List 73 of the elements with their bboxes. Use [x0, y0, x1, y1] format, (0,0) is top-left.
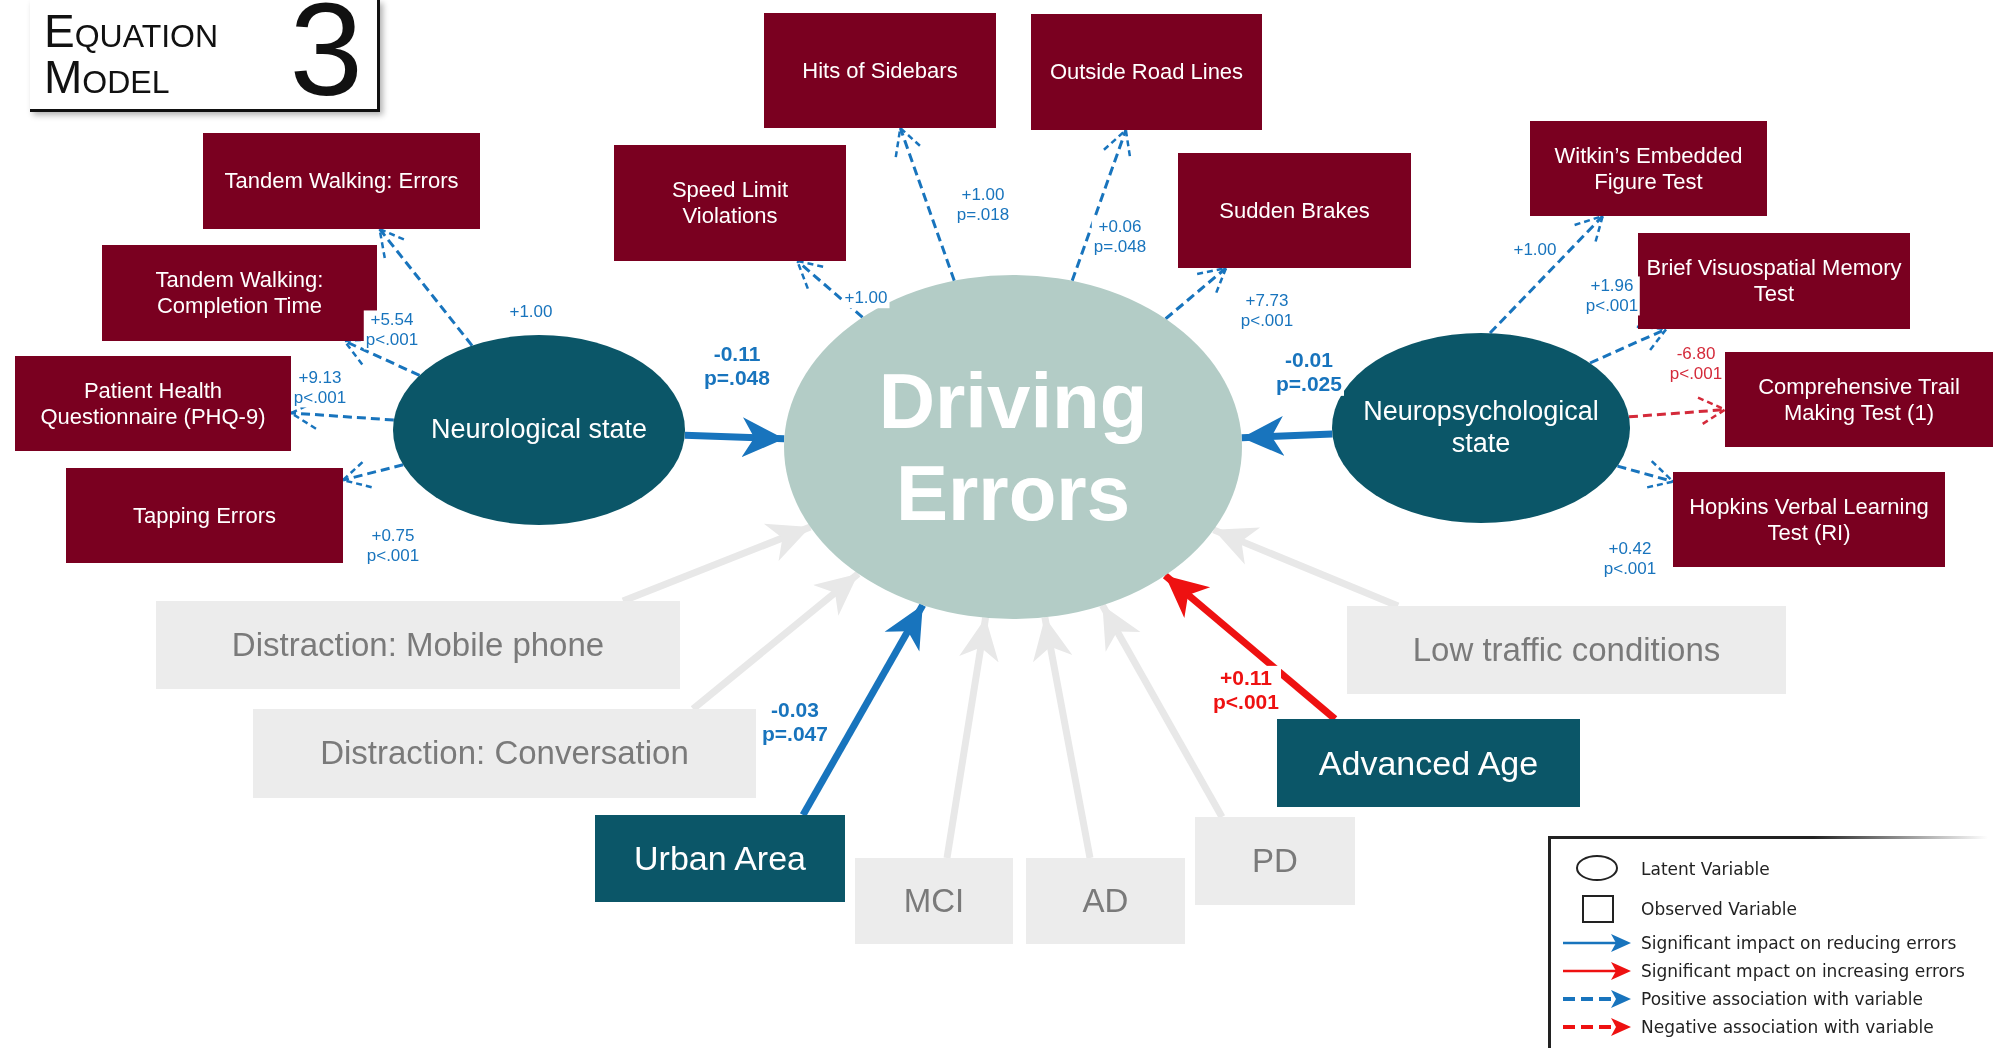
- legend-label: Negative association with variable: [1641, 1017, 1934, 1037]
- variable-box: [1530, 121, 1767, 216]
- dashed-arrow: [1589, 325, 1668, 365]
- variable-box: [1725, 352, 1993, 447]
- node-label: AD: [1082, 881, 1129, 921]
- dashed-arrow: [378, 227, 474, 347]
- node-label: Hits of Sidebars: [802, 57, 958, 84]
- arrow: [799, 603, 926, 817]
- node-label: Advanced Age: [1318, 742, 1539, 784]
- node-label: Urban Area: [634, 838, 806, 879]
- edge-label: +7.73 p<.001: [1238, 291, 1296, 331]
- variable-box: [66, 468, 343, 563]
- node-label: Sudden Brakes: [1219, 197, 1370, 224]
- variable-box: [1031, 14, 1262, 130]
- node-label: Brief Visuospatial Memory Test: [1646, 255, 1902, 307]
- variable-box: [1178, 153, 1411, 268]
- dashed-arrow: [894, 126, 956, 282]
- dashed-arrow: [1164, 266, 1228, 320]
- arrow: [690, 571, 861, 712]
- edge-label: +0.06 p=.048: [1091, 217, 1149, 257]
- node-label: Neurological state: [430, 414, 648, 446]
- edge-label: +5.54 p<.001: [363, 310, 421, 350]
- dashed-arrow: [1628, 396, 1727, 427]
- variable-box: [595, 815, 845, 902]
- edge-label: +1.96 p<.001: [1583, 276, 1641, 316]
- legend-label: Significant impact on reducing errors: [1641, 933, 1957, 953]
- edge-label: +1.00: [842, 288, 890, 308]
- node-label: Hopkins Verbal Learning Test (RI): [1688, 493, 1930, 546]
- legend-label: Significant mpact on increasing errors: [1641, 961, 1965, 981]
- dashed-arrow: [1488, 214, 1604, 335]
- edge-label: +0.11 p<.001: [1211, 665, 1281, 715]
- node-label: Low traffic conditions: [1412, 630, 1721, 670]
- legend-label: Latent Variable: [1641, 859, 1770, 879]
- variable-box: [1673, 472, 1945, 567]
- model-number: 3: [289, 0, 363, 116]
- legend-label: Positive association with variable: [1641, 989, 1923, 1009]
- dashed-arrow: [1070, 128, 1132, 282]
- node-label: Distraction: Conversation: [320, 734, 689, 773]
- arrow: [1033, 616, 1094, 859]
- node-label: Distraction: Mobile phone: [231, 625, 605, 665]
- dashed-arrow: [1617, 459, 1675, 490]
- edge-label: +0.42 p<.001: [1601, 539, 1659, 579]
- edge-label: +0.75 p<.001: [364, 526, 422, 566]
- arrow: [1241, 416, 1333, 456]
- arrow: [943, 617, 999, 859]
- node-label: PD: [1252, 841, 1298, 881]
- variable-box: [1277, 719, 1580, 807]
- variable-box: [1638, 233, 1910, 329]
- title: Equation Model: [44, 9, 220, 100]
- arrow: [684, 417, 785, 458]
- node-label: Comprehensive Trail Making Test (1): [1757, 373, 1961, 426]
- edge-label: +1.00 p=.018: [954, 185, 1012, 225]
- node-label: MCI: [903, 881, 965, 921]
- edge-label: +9.13 p<.001: [291, 368, 349, 408]
- node-label: Witkin’s Embedded Figure Test: [1553, 142, 1744, 195]
- legend-label: Observed Variable: [1641, 899, 1798, 919]
- node-label: Speed Limit Violations: [670, 177, 790, 229]
- dashed-arrow: [796, 259, 864, 319]
- node-label: Driving Errors: [877, 355, 1149, 539]
- edge-label: -6.80 p<.001: [1667, 344, 1725, 384]
- variable-box: [764, 13, 996, 128]
- variable-box: [614, 145, 846, 261]
- node-label: Tapping Errors: [132, 502, 277, 529]
- node-label: Tandem Walking: Errors: [224, 168, 459, 194]
- node-label: Patient Health Questionnaire (PHQ-9): [39, 377, 267, 430]
- variable-box: [15, 356, 291, 451]
- node-label: Tandem Walking: Completion Time: [154, 267, 325, 319]
- arrow: [1099, 603, 1226, 819]
- node-label: Outside Road Lines: [1049, 59, 1244, 85]
- variable-box: [203, 133, 480, 229]
- edge-label: +1.00: [1511, 240, 1559, 260]
- arrow: [1162, 572, 1338, 722]
- node-label: Neuropsychological state: [1362, 396, 1600, 460]
